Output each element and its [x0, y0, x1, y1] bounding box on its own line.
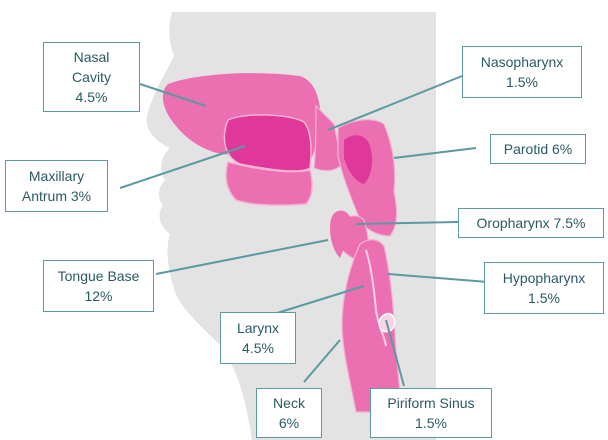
- tongue-base-value: 12%: [84, 286, 112, 306]
- larynx-name: Larynx: [237, 318, 279, 338]
- maxillary-antrum-name-line2: Antrum 3%: [22, 186, 91, 206]
- oropharynx-name: Oropharynx 7.5%: [477, 213, 586, 233]
- hypopharynx-name: Hypopharynx: [503, 268, 586, 288]
- maxillary-antrum-name-line1: Maxillary: [29, 166, 84, 186]
- tongue-base-name: Tongue Base: [58, 266, 140, 286]
- label-nasal-cavity: Nasal Cavity 4.5%: [43, 42, 140, 112]
- maxillary-antrum-region: [224, 115, 311, 171]
- nasal-cavity-name-line1: Nasal: [74, 47, 110, 67]
- nasal-cavity-value: 4.5%: [76, 87, 108, 107]
- label-piriform-sinus: Piriform Sinus 1.5%: [370, 388, 492, 438]
- neck-value: 6%: [279, 413, 299, 433]
- label-parotid: Parotid 6%: [490, 134, 586, 164]
- nasopharynx-name: Nasopharynx: [481, 52, 564, 72]
- parotid-name: Parotid 6%: [504, 139, 572, 159]
- label-larynx: Larynx 4.5%: [220, 312, 296, 364]
- piriform-sinus-value: 1.5%: [415, 413, 447, 433]
- nasal-cavity-name-line2: Cavity: [72, 67, 111, 87]
- hypopharynx-value: 1.5%: [528, 288, 560, 308]
- piriform-sinus-name: Piriform Sinus: [387, 393, 474, 413]
- label-tongue-base: Tongue Base 12%: [43, 260, 154, 312]
- larynx-value: 4.5%: [242, 338, 274, 358]
- label-neck: Neck 6%: [256, 388, 322, 438]
- neck-name: Neck: [273, 393, 305, 413]
- label-nasopharynx: Nasopharynx 1.5%: [462, 46, 582, 98]
- nasopharynx-value: 1.5%: [506, 72, 538, 92]
- label-maxillary-antrum: Maxillary Antrum 3%: [5, 160, 108, 212]
- label-hypopharynx: Hypopharynx 1.5%: [484, 262, 604, 314]
- label-oropharynx: Oropharynx 7.5%: [458, 208, 604, 238]
